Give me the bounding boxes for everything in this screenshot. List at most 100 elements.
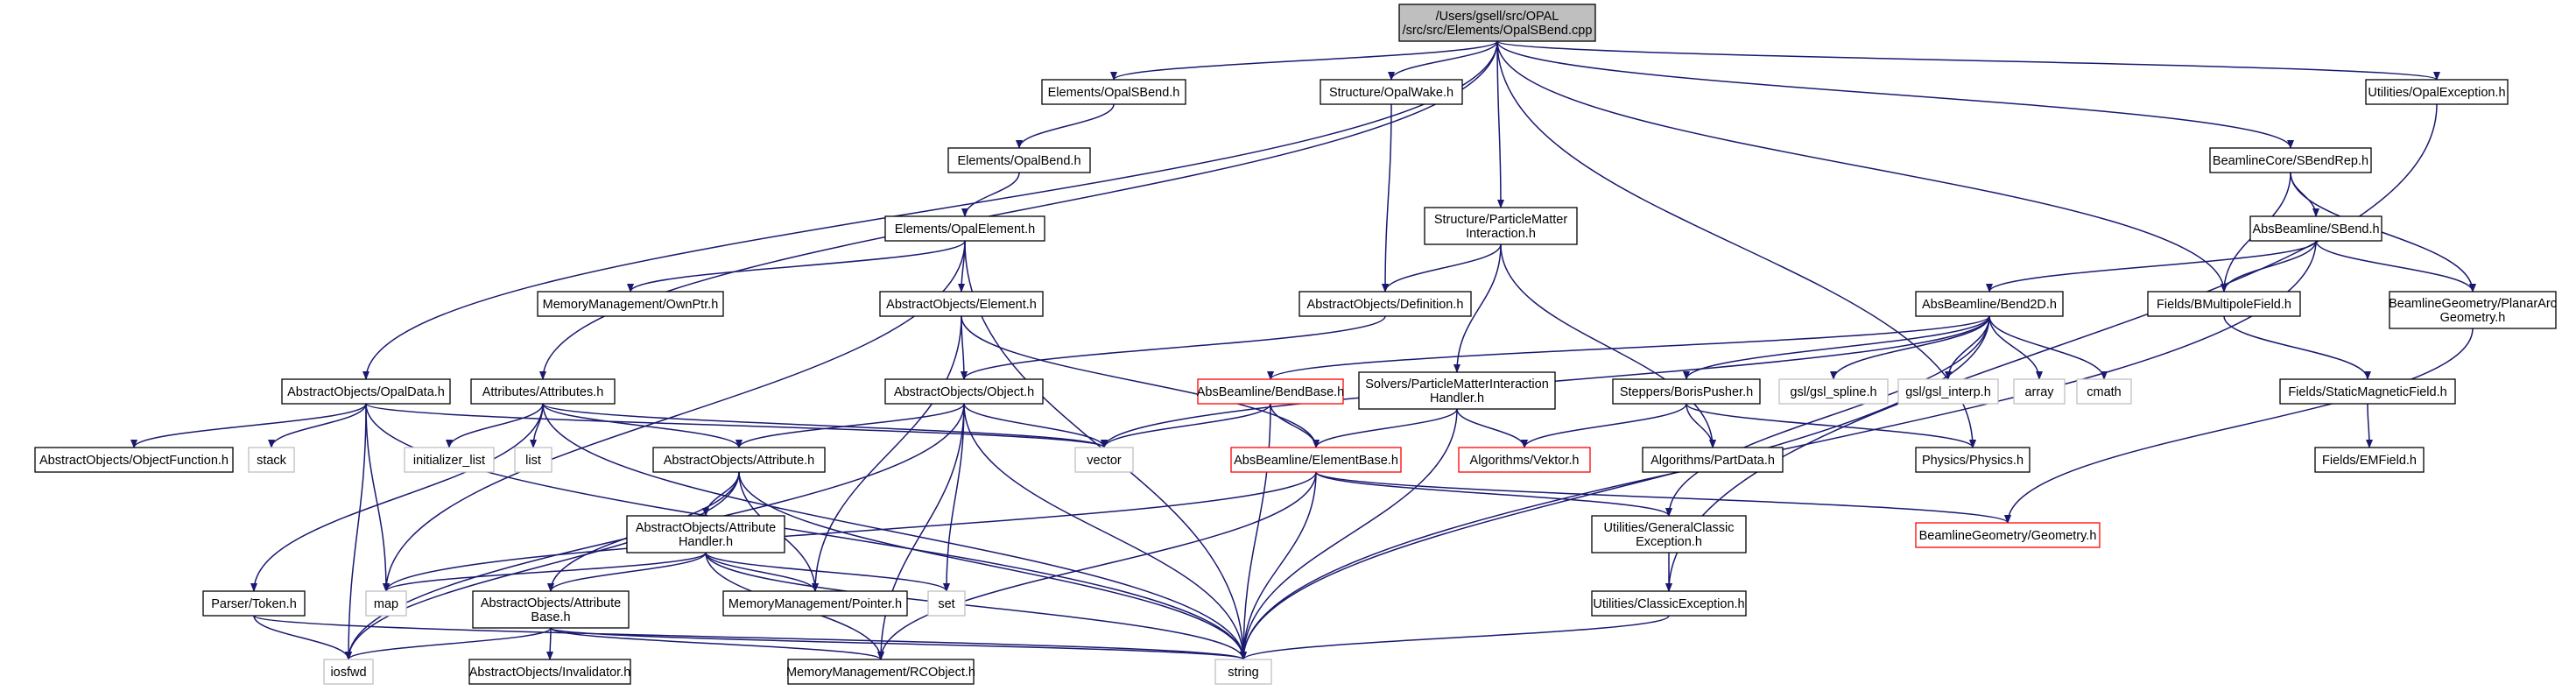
node-absbeamline_sbend_h[interactable]: AbsBeamline/SBend.h bbox=[2249, 215, 2382, 242]
node-box-opalwake_h bbox=[1320, 79, 1463, 105]
node-label-attrhandler_h-line-0: AbstractObjects/Attribute bbox=[636, 521, 776, 535]
node-opalsbend_h[interactable]: Elements/OpalSBend.h bbox=[1041, 79, 1186, 105]
edge-opalexception_h-to-classicexc_h bbox=[1665, 103, 2438, 592]
edge-root-to-sbendrep_h bbox=[1496, 40, 2294, 149]
node-box-initializer_list bbox=[404, 447, 495, 473]
node-label-attrbase_h-line-0: AbstractObjects/Attribute bbox=[481, 596, 621, 610]
edge-opalbend_h-to-opalelement_h bbox=[961, 172, 1020, 217]
node-string[interactable]: string bbox=[1214, 659, 1272, 685]
node-token_h[interactable]: Parser/Token.h bbox=[202, 590, 306, 617]
node-label-classicexc_h-line-0: Utilities/ClassicException.h bbox=[1593, 597, 1744, 611]
node-geometry_h[interactable]: BeamlineGeometry/Geometry.h bbox=[1915, 522, 2101, 548]
node-gsl_interp_h[interactable]: gsl/gsl_interp.h bbox=[1897, 378, 1999, 405]
node-vector[interactable]: vector bbox=[1074, 447, 1134, 473]
node-opalbend_h[interactable]: Elements/OpalBend.h bbox=[947, 147, 1091, 173]
nodes-layer: /Users/gsell/src/OPAL/src/src/Elements/O… bbox=[34, 4, 2557, 685]
node-elementbase_h[interactable]: AbsBeamline/ElementBase.h bbox=[1230, 447, 1402, 473]
node-box-absbeamline_sbend_h bbox=[2249, 215, 2382, 242]
node-gsl_spline_h[interactable]: gsl/gsl_spline.h bbox=[1778, 378, 1889, 405]
node-iosfwd[interactable]: iosfwd bbox=[323, 659, 374, 685]
node-box-stack bbox=[248, 447, 295, 473]
node-partdata_h[interactable]: Algorithms/PartData.h bbox=[1642, 447, 1784, 473]
edge-borispusher_h-to-physics_h bbox=[1686, 403, 1976, 448]
node-label-list-line-0: list bbox=[525, 454, 541, 468]
node-box-list bbox=[514, 447, 553, 473]
edge-root-to-pmi_h bbox=[1496, 40, 1504, 208]
edge-object_h-to-vector bbox=[963, 403, 1108, 448]
node-opalwake_h[interactable]: Structure/OpalWake.h bbox=[1320, 79, 1463, 105]
node-vektor_h[interactable]: Algorithms/Vektor.h bbox=[1458, 447, 1591, 473]
edge-pmi_h-to-partdata_h bbox=[1500, 243, 1716, 448]
edge-attrhandler_h-to-pointer_h bbox=[705, 552, 819, 592]
node-box-ownptr_h bbox=[537, 291, 724, 317]
node-array[interactable]: array bbox=[2013, 378, 2066, 405]
node-label-vector-line-0: vector bbox=[1087, 454, 1122, 468]
node-label-planararc_h-line-1: Geometry.h bbox=[2440, 311, 2506, 325]
node-classicexc_h[interactable]: Utilities/ClassicException.h bbox=[1591, 590, 1747, 617]
edge-opaldata_h-to-vector bbox=[365, 403, 1108, 448]
node-label-gsl_spline_h-line-0: gsl/gsl_spline.h bbox=[1790, 385, 1876, 399]
edge-root-to-bmultipole_h bbox=[1496, 40, 2228, 293]
node-attribute_h[interactable]: AbstractObjects/Attribute.h bbox=[652, 447, 826, 473]
node-root[interactable]: /Users/gsell/src/OPAL/src/src/Elements/O… bbox=[1398, 4, 1596, 42]
node-box-emfield_h bbox=[2314, 447, 2425, 473]
edge-elementbase_h-to-rcobject_h bbox=[877, 471, 1317, 660]
node-box-array bbox=[2013, 378, 2066, 405]
node-box-bend2d_h bbox=[1915, 291, 2064, 317]
node-box-bmultipole_h bbox=[2147, 291, 2301, 317]
edge-attrbase_h-to-rcobject_h bbox=[550, 627, 884, 660]
node-box-set bbox=[927, 590, 966, 617]
node-label-sbendrep_h-line-0: BeamlineCore/SBendRep.h bbox=[2213, 154, 2368, 168]
node-label-elementbase_h-line-0: AbsBeamline/ElementBase.h bbox=[1234, 454, 1398, 468]
edge-solvers_pmi_h-to-string bbox=[1240, 408, 1458, 660]
node-label-array-line-0: array bbox=[2024, 385, 2054, 399]
node-set[interactable]: set bbox=[927, 590, 966, 617]
node-label-physics_h-line-0: Physics/Physics.h bbox=[1922, 454, 2023, 468]
node-bmultipole_h[interactable]: Fields/BMultipoleField.h bbox=[2147, 291, 2301, 317]
node-opalelement_h[interactable]: Elements/OpalElement.h bbox=[884, 215, 1045, 242]
node-objectfunction_h[interactable]: AbstractObjects/ObjectFunction.h bbox=[34, 447, 234, 473]
node-opaldata_h[interactable]: AbstractObjects/OpalData.h bbox=[281, 378, 451, 405]
node-solvers_pmi_h[interactable]: Solvers/ParticleMatterInteractionHandler… bbox=[1358, 371, 1556, 410]
node-stack[interactable]: stack bbox=[248, 447, 295, 473]
node-rcobject_h[interactable]: MemoryManagement/RCObject.h bbox=[786, 659, 975, 685]
node-staticmag_h[interactable]: Fields/StaticMagneticField.h bbox=[2279, 378, 2456, 405]
node-opalexception_h[interactable]: Utilities/OpalException.h bbox=[2365, 79, 2509, 105]
edge-pmi_h-to-definition_h bbox=[1382, 243, 1502, 293]
node-initializer_list[interactable]: initializer_list bbox=[404, 447, 495, 473]
node-invalidator_h[interactable]: AbstractObjects/Invalidator.h bbox=[468, 659, 631, 685]
node-bend2d_h[interactable]: AbsBeamline/Bend2D.h bbox=[1915, 291, 2064, 317]
edge-bendbase_h-to-elementbase_h bbox=[1270, 403, 1320, 448]
node-attributes_h[interactable]: Attributes/Attributes.h bbox=[470, 378, 616, 405]
node-label-vektor_h-line-0: Algorithms/Vektor.h bbox=[1470, 454, 1580, 468]
node-definition_h[interactable]: AbstractObjects/Definition.h bbox=[1299, 291, 1472, 317]
edges-layer bbox=[130, 40, 2476, 660]
node-physics_h[interactable]: Physics/Physics.h bbox=[1915, 447, 2031, 473]
node-box-objectfunction_h bbox=[34, 447, 234, 473]
node-object_h[interactable]: AbstractObjects/Object.h bbox=[884, 378, 1044, 405]
node-ownptr_h[interactable]: MemoryManagement/OwnPtr.h bbox=[537, 291, 724, 317]
node-bendbase_h[interactable]: AbsBeamline/BendBase.h bbox=[1197, 378, 1344, 405]
node-label-borispusher_h-line-0: Steppers/BorisPusher.h bbox=[1620, 385, 1753, 399]
edge-elementbase_h-to-genclassicexc_h bbox=[1315, 471, 1672, 517]
node-box-opalexception_h bbox=[2365, 79, 2509, 105]
edge-attributes_h-to-initializer_list bbox=[446, 403, 544, 448]
node-label-staticmag_h-line-0: Fields/StaticMagneticField.h bbox=[2288, 385, 2446, 399]
node-cmath[interactable]: cmath bbox=[2076, 378, 2132, 405]
node-element_h[interactable]: AbstractObjects/Element.h bbox=[879, 291, 1044, 317]
edge-object_h-to-string bbox=[963, 403, 1247, 660]
node-pointer_h[interactable]: MemoryManagement/Pointer.h bbox=[722, 590, 908, 617]
node-label-genclassicexc_h-line-0: Utilities/GeneralClassic bbox=[1603, 521, 1734, 535]
node-emfield_h[interactable]: Fields/EMField.h bbox=[2314, 447, 2425, 473]
node-box-token_h bbox=[202, 590, 306, 617]
node-list[interactable]: list bbox=[514, 447, 553, 473]
node-pmi_h[interactable]: Structure/ParticleMatterInteraction.h bbox=[1424, 207, 1578, 245]
node-borispusher_h[interactable]: Steppers/BorisPusher.h bbox=[1612, 378, 1761, 405]
edge-attrbase_h-to-iosfwd bbox=[345, 627, 552, 660]
node-sbendrep_h[interactable]: BeamlineCore/SBendRep.h bbox=[2209, 147, 2372, 173]
node-map[interactable]: map bbox=[365, 590, 407, 617]
